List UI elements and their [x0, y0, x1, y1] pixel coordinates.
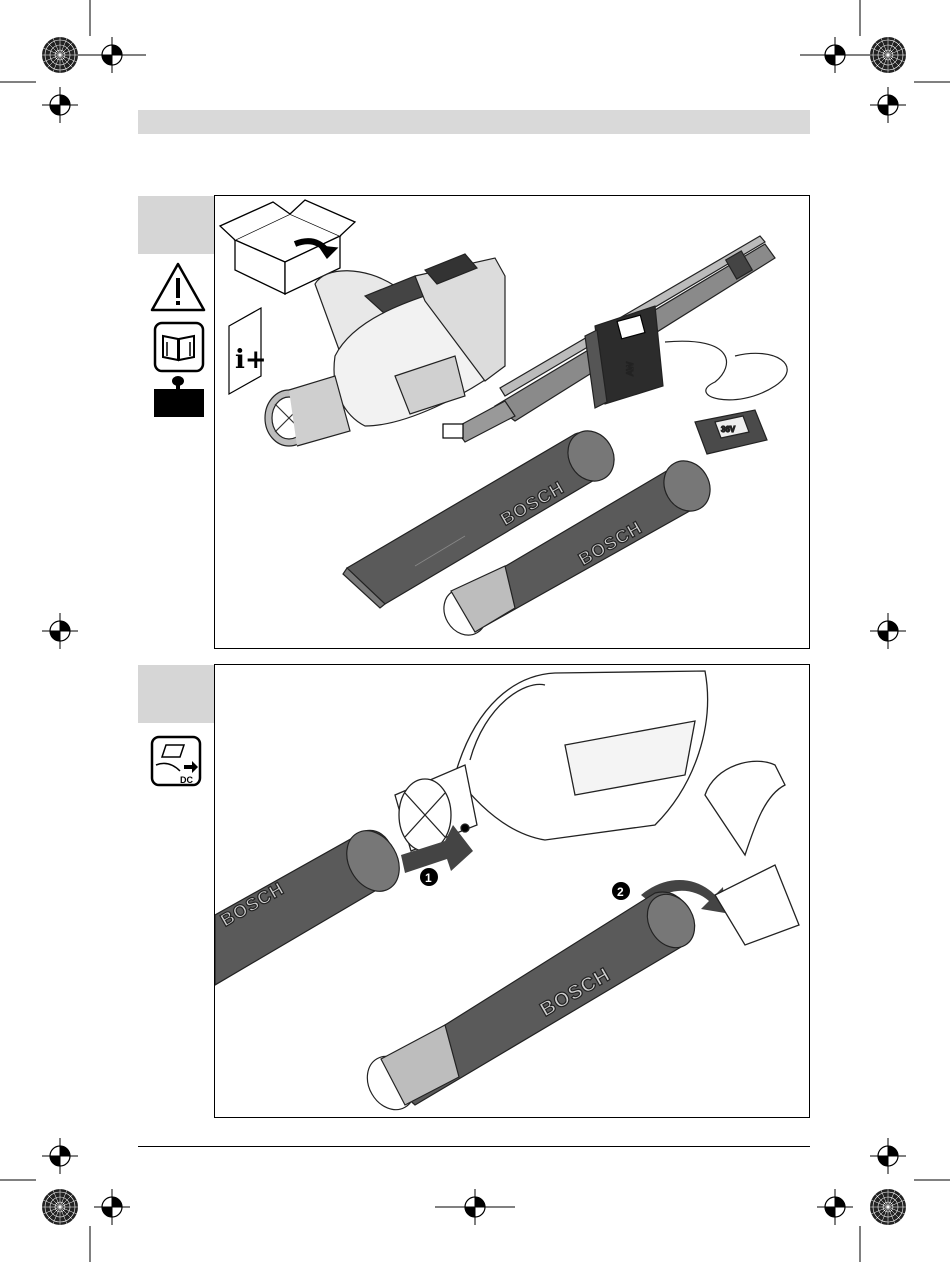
- warning-triangle-icon: [152, 264, 204, 310]
- figure-1-side-icons: [150, 262, 210, 422]
- battery-pack: AW: [585, 306, 663, 408]
- svg-text:2: 2: [617, 885, 624, 899]
- read-manual-icon: [155, 323, 203, 371]
- inserted-tube: BOSCH: [215, 821, 410, 985]
- footer-rule: [138, 1146, 810, 1147]
- step-2-marker: 2: [612, 882, 630, 900]
- step-1-marker: 1: [420, 868, 438, 886]
- dc-label: DC: [180, 775, 193, 785]
- battery-label: AW: [625, 361, 635, 376]
- svg-text:1: 1: [425, 871, 432, 885]
- figure-1-illustration: i+ AW 36V BOS: [215, 196, 807, 646]
- blower-housing-outline: [395, 671, 708, 851]
- charger-label: 36V: [721, 425, 736, 434]
- charger: 36V: [665, 341, 787, 454]
- weight-icon: [154, 376, 204, 417]
- figure-2-tab: [138, 665, 214, 723]
- figure-2-illustration: BOSCH 1 2 BOSCH: [215, 665, 807, 1115]
- info-sheet: i+: [229, 308, 267, 394]
- blower-lower-outline: [705, 761, 799, 945]
- dc-charge-icon: DC: [150, 735, 204, 789]
- mounted-tube: BOSCH: [358, 886, 704, 1115]
- info-symbol: i+: [235, 345, 267, 375]
- figure-1-tab: [138, 196, 214, 254]
